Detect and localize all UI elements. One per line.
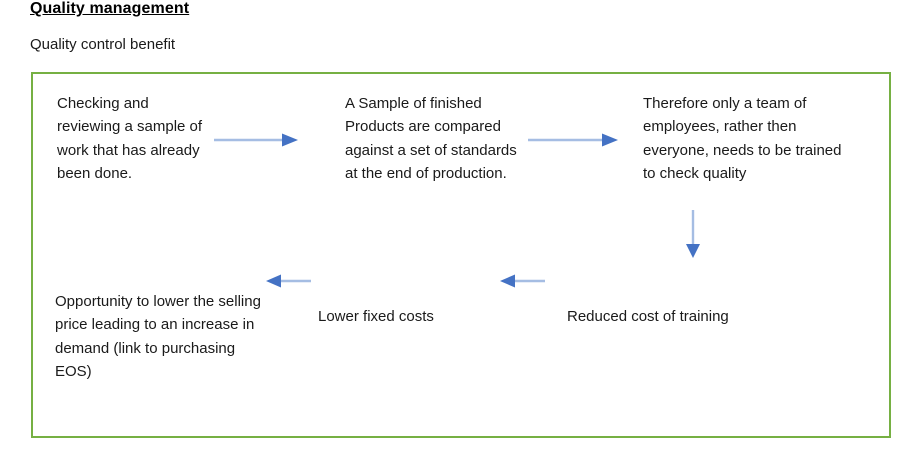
- arrow-left-icon: [266, 272, 311, 290]
- page-subtitle: Quality control benefit: [30, 36, 176, 53]
- flow-node-lower-fixed-costs: Lower fixed costs: [318, 308, 434, 325]
- flow-node-checking: Checking and reviewing a sample of work …: [57, 95, 203, 182]
- arrow-left-icon: [500, 272, 545, 290]
- flow-node-team-of-employees: Therefore only a team of employees, rath…: [643, 95, 842, 182]
- arrow-right-icon: [214, 131, 298, 149]
- flow-node-sample-of-finished-products: A Sample of finished Products are compar…: [345, 95, 517, 182]
- arrow-right-icon: [528, 131, 618, 149]
- diagram-frame: [31, 72, 891, 438]
- flow-node-reduced-cost-of-training: Reduced cost of training: [567, 308, 729, 325]
- arrow-down-icon: [684, 210, 702, 258]
- page-title: Quality management: [30, 0, 190, 17]
- flow-node-opportunity-to-lower-price: Opportunity to lower the selling price l…: [55, 293, 261, 380]
